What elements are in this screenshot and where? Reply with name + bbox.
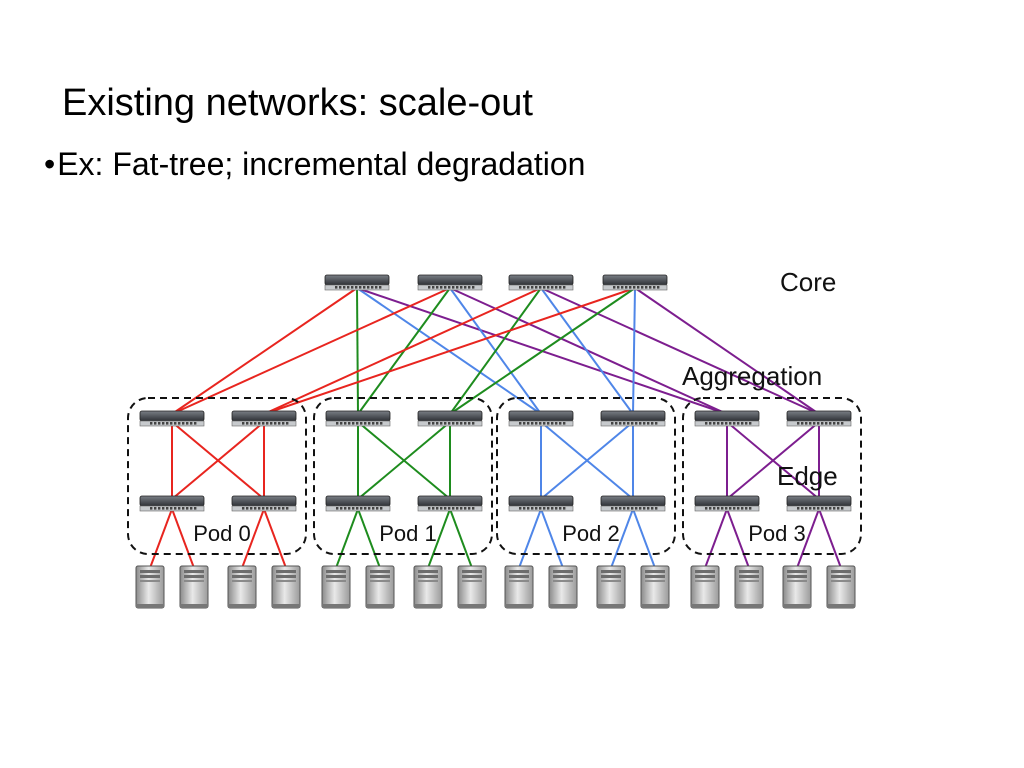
network-switch-icon <box>600 410 666 427</box>
pod-box <box>682 397 862 555</box>
edge-server-link <box>427 508 451 569</box>
network-switch-icon <box>324 274 390 291</box>
edge-server-link <box>726 508 750 569</box>
edge-server-link <box>540 508 564 569</box>
slide-title: Existing networks: scale-out <box>62 82 533 124</box>
edge-server-link <box>796 508 820 569</box>
core-aggregation-link <box>263 287 636 415</box>
core-aggregation-link <box>540 287 634 415</box>
pod-box <box>313 397 493 555</box>
network-switch-icon <box>786 495 852 512</box>
pod-label: Pod 0 <box>193 521 251 546</box>
network-switch-icon <box>602 274 668 291</box>
edge-server-link <box>610 508 634 569</box>
network-switch-icon <box>325 410 391 427</box>
server-tower-icon <box>135 565 165 609</box>
edge-server-link <box>241 508 265 569</box>
server-tower-icon <box>457 565 487 609</box>
network-switch-icon <box>508 495 574 512</box>
edge-server-link <box>704 508 728 569</box>
network-switch-icon <box>231 410 297 427</box>
core-aggregation-link <box>634 287 820 415</box>
server-tower-icon <box>271 565 301 609</box>
server-tower-icon <box>179 565 209 609</box>
network-nodes <box>135 274 856 609</box>
server-tower-icon <box>690 565 720 609</box>
core-aggregation-link <box>449 287 728 415</box>
edge-server-link <box>357 508 381 569</box>
server-tower-icon <box>413 565 443 609</box>
edge-server-link <box>171 508 195 569</box>
core-aggregation-link <box>356 287 359 415</box>
pod-box <box>496 397 676 555</box>
core-label: Core <box>780 267 836 297</box>
aggregation-edge-link <box>357 421 451 500</box>
core-aggregation-link <box>171 287 358 415</box>
core-aggregation-link <box>449 287 542 415</box>
edge-label: Edge <box>777 461 838 491</box>
edge-server-link <box>632 508 656 569</box>
server-tower-icon <box>548 565 578 609</box>
edge-server-link <box>149 508 173 569</box>
bullet-marker: • <box>44 146 56 182</box>
network-switch-icon <box>508 274 574 291</box>
network-switch-icon <box>417 274 483 291</box>
core-aggregation-link <box>263 287 542 415</box>
server-tower-icon <box>734 565 764 609</box>
edge-server-link <box>449 508 473 569</box>
server-tower-icon <box>227 565 257 609</box>
network-switch-icon <box>417 410 483 427</box>
aggregation-edge-link <box>540 421 634 500</box>
server-tower-icon <box>640 565 670 609</box>
core-aggregation-link <box>540 287 820 415</box>
core-aggregation-link <box>632 287 636 415</box>
edge-server-link <box>335 508 359 569</box>
network-switch-icon <box>600 495 666 512</box>
edge-server-link <box>518 508 542 569</box>
network-links <box>149 287 842 569</box>
network-switch-icon <box>325 495 391 512</box>
network-switch-icon <box>139 410 205 427</box>
core-aggregation-link <box>449 287 636 415</box>
server-tower-icon <box>321 565 351 609</box>
bullet-text: Ex: Fat-tree; incremental degradation <box>57 146 586 182</box>
aggregation-edge-link <box>171 421 265 500</box>
core-aggregation-link <box>171 287 451 415</box>
server-tower-icon <box>365 565 395 609</box>
bullet-point: •Ex: Fat-tree; incremental degradation <box>44 146 585 183</box>
network-switch-icon <box>508 410 574 427</box>
pod-label: Pod 2 <box>562 521 620 546</box>
edge-server-link <box>263 508 287 569</box>
pod-box <box>127 397 307 555</box>
aggregation-edge-link <box>726 421 820 500</box>
network-switch-icon <box>786 410 852 427</box>
network-switch-icon <box>231 495 297 512</box>
server-tower-icon <box>596 565 626 609</box>
server-tower-icon <box>826 565 856 609</box>
network-switch-icon <box>694 495 760 512</box>
aggregation-label: Aggregation <box>682 361 822 391</box>
pod-label: Pod 1 <box>379 521 437 546</box>
edge-server-link <box>818 508 842 569</box>
server-tower-icon <box>782 565 812 609</box>
pod-boxes: Pod 0 Pod 1 Pod 2 Pod 3 <box>127 397 862 555</box>
pod-label: Pod 3 <box>748 521 806 546</box>
network-switch-icon <box>139 495 205 512</box>
layer-labels: Core Aggregation Edge <box>682 267 838 491</box>
network-switch-icon <box>417 495 483 512</box>
server-tower-icon <box>504 565 534 609</box>
network-switch-icon <box>694 410 760 427</box>
